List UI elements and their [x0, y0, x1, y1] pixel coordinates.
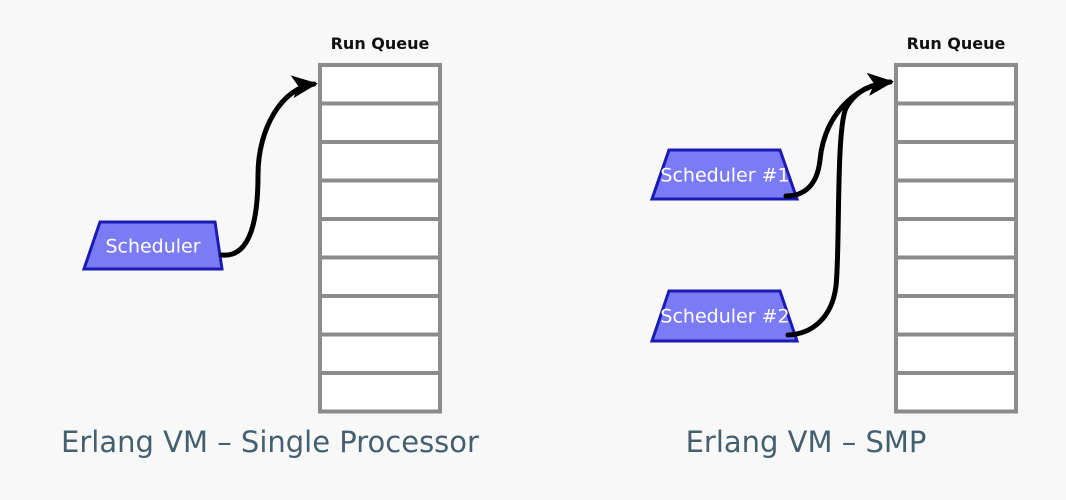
queue-outline: [318, 63, 442, 414]
panel-single-processor: Run Queue Scheduler Erlang VM – Single P…: [61, 34, 479, 459]
run-queue-right: [894, 63, 1018, 414]
scheduler-label: Scheduler: [105, 236, 200, 258]
caption-smp: Erlang VM – SMP: [686, 425, 927, 459]
queue-cell: [318, 101, 442, 144]
queue-cell: [894, 63, 1018, 106]
queue-cell: [318, 63, 442, 106]
caption-single-processor: Erlang VM – Single Processor: [61, 425, 479, 459]
run-queue-title-right: Run Queue: [907, 34, 1006, 53]
queue-cell: [318, 217, 442, 260]
panel-smp: Run Queue Scheduler #1 Scheduler #2: [649, 34, 1018, 459]
queue-cell: [894, 371, 1018, 414]
queue-cell: [894, 178, 1018, 221]
queue-cell: [318, 371, 442, 414]
queue-cell: [894, 217, 1018, 260]
scheduler-trapezoid[interactable]: [649, 289, 800, 343]
queue-cell: [318, 178, 442, 221]
queue-cell: [894, 294, 1018, 337]
queue-cell: [318, 140, 442, 183]
scheduler-node-2[interactable]: Scheduler #2: [649, 289, 800, 343]
queue-cell: [894, 255, 1018, 298]
scheduler-node-single[interactable]: Scheduler: [81, 220, 224, 271]
run-queue-left: [318, 63, 442, 414]
queue-outline: [894, 63, 1018, 414]
queue-cell: [894, 101, 1018, 144]
scheduler-trapezoid[interactable]: [81, 220, 224, 271]
scheduler-1-label: Scheduler #1: [660, 165, 789, 187]
arrow-scheduler-to-queue: [219, 75, 318, 258]
queue-cell: [318, 332, 442, 375]
queue-cell: [894, 140, 1018, 183]
arrow-scheduler-2-to-queue: [785, 73, 894, 338]
queue-cell: [318, 294, 442, 337]
scheduler-node-1[interactable]: Scheduler #1: [649, 148, 800, 201]
run-queue-title-left: Run Queue: [331, 34, 430, 53]
queue-cell: [318, 255, 442, 298]
queue-cell: [894, 332, 1018, 375]
scheduler-trapezoid[interactable]: [649, 148, 800, 201]
scheduler-2-label: Scheduler #2: [660, 306, 789, 328]
